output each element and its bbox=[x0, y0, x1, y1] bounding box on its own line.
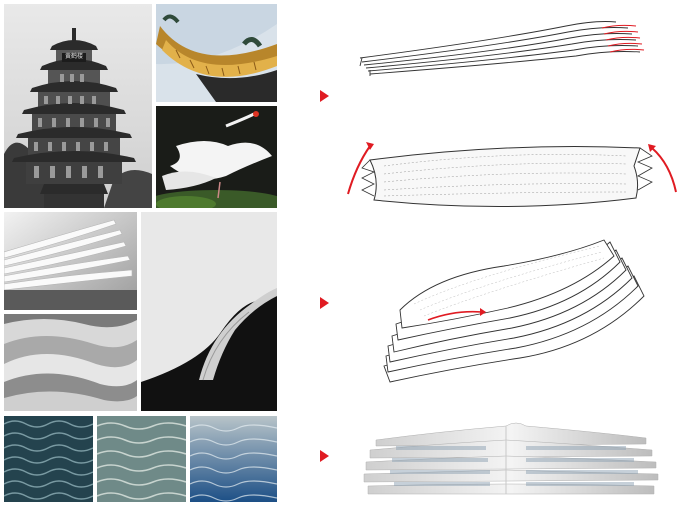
pagoda-tower-photo: 黄鹤楼 bbox=[4, 4, 152, 208]
layered-paper-waves-photo bbox=[4, 314, 137, 411]
water-ripple-dark-photo bbox=[4, 416, 93, 502]
white-crane-photo bbox=[156, 106, 277, 208]
step-1-arrow bbox=[320, 90, 329, 102]
water-ripple-light-photo bbox=[97, 416, 186, 502]
curved-paper-corner-photo bbox=[141, 212, 277, 411]
step-3-arrow bbox=[320, 450, 329, 462]
final-building-render bbox=[356, 410, 666, 502]
tower-plaque-text: 黄鹤楼 bbox=[64, 53, 83, 60]
upturned-eaves-photo bbox=[156, 4, 277, 102]
step-2-arrow bbox=[320, 297, 329, 309]
curled-layers-sketch bbox=[364, 236, 654, 386]
flared-edges-sketch bbox=[340, 136, 680, 216]
water-ripple-blue-photo bbox=[190, 416, 277, 502]
stacked-paper-photo bbox=[4, 212, 137, 310]
layered-roof-sketch bbox=[356, 10, 656, 80]
